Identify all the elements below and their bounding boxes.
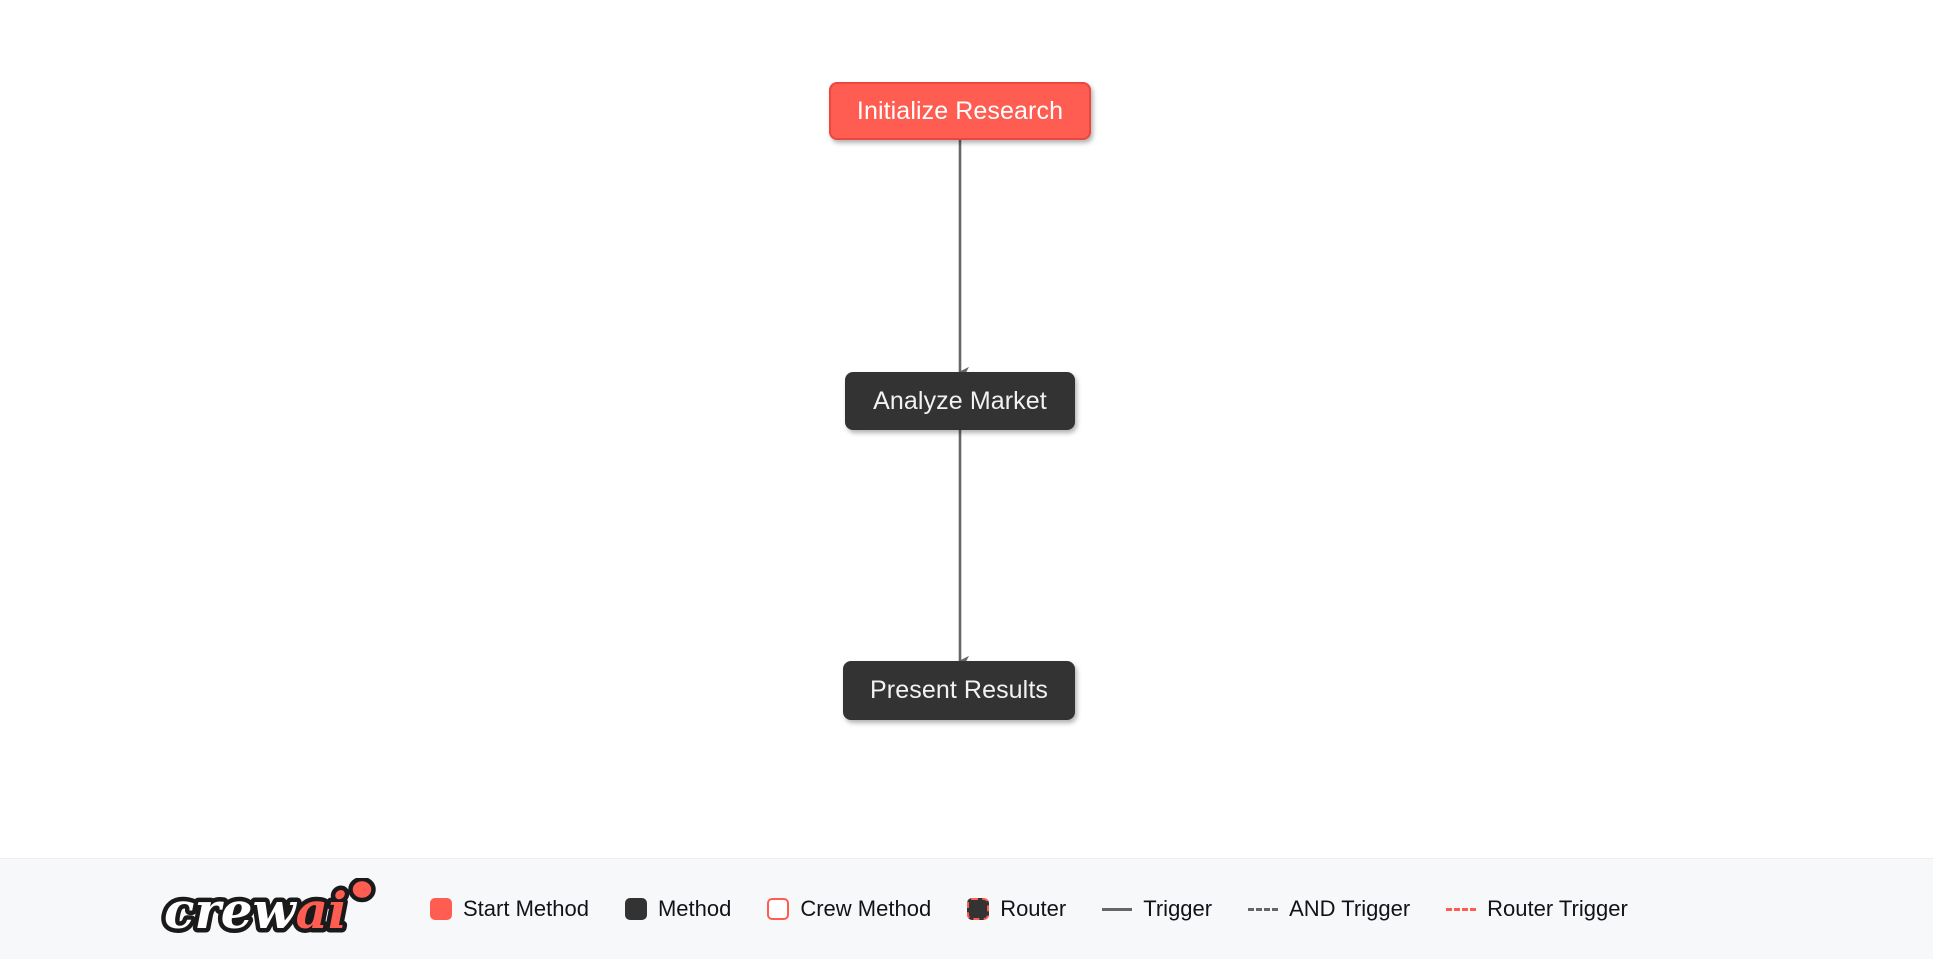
method-swatch-icon — [624, 898, 647, 920]
crew-method-swatch-icon — [767, 898, 790, 920]
legend-item-method[interactable]: Method — [624, 896, 732, 921]
legend-item-label: Method — [657, 896, 732, 921]
flow-node-label: Present Results — [870, 676, 1048, 704]
legend-item-label: Router — [1000, 896, 1067, 921]
flow-node-present-results[interactable]: Present Results — [843, 661, 1075, 720]
legend-item-label: Start Method — [463, 896, 589, 921]
legend-item-label: Trigger — [1143, 896, 1213, 921]
legend-bar: crewai crew crewai Start Method Method C… — [0, 858, 1933, 959]
legend-item-label: Router Trigger — [1487, 896, 1628, 921]
svg-text:crewai: crewai — [164, 881, 347, 940]
legend-items: Start Method Method Crew Method Router T… — [430, 898, 1628, 920]
flow-node-initialize-research[interactable]: Initialize Research — [829, 82, 1091, 140]
flow-node-analyze-market[interactable]: Analyze Market — [845, 372, 1075, 430]
and-trigger-line-icon — [1248, 907, 1279, 911]
crewai-logo: crewai crew crewai — [160, 878, 376, 940]
router-trigger-line-icon — [1446, 907, 1477, 911]
flow-node-label: Analyze Market — [873, 386, 1047, 415]
legend-item-label: Crew Method — [800, 896, 932, 921]
flow-canvas[interactable]: Initialize Research Analyze Market Prese… — [0, 0, 1933, 858]
legend-item-and-trigger[interactable]: AND Trigger — [1248, 898, 1410, 920]
trigger-line-icon — [1102, 907, 1133, 911]
legend-item-trigger[interactable]: Trigger — [1102, 898, 1212, 920]
legend-item-router-trigger[interactable]: Router Trigger — [1446, 898, 1628, 920]
flow-node-label: Initialize Research — [856, 96, 1064, 125]
svg-text:crew: crew — [164, 881, 298, 940]
svg-text:crewai: crewai — [164, 881, 347, 940]
legend-item-start-method[interactable]: Start Method — [430, 898, 589, 920]
legend-item-crew-method[interactable]: Crew Method — [767, 898, 931, 920]
router-swatch-icon — [967, 898, 990, 920]
start-method-swatch-icon — [430, 898, 452, 920]
flow-edges-layer — [958, 140, 969, 667]
legend-item-label: AND Trigger — [1289, 896, 1411, 921]
legend-item-router[interactable]: Router — [967, 898, 1066, 920]
